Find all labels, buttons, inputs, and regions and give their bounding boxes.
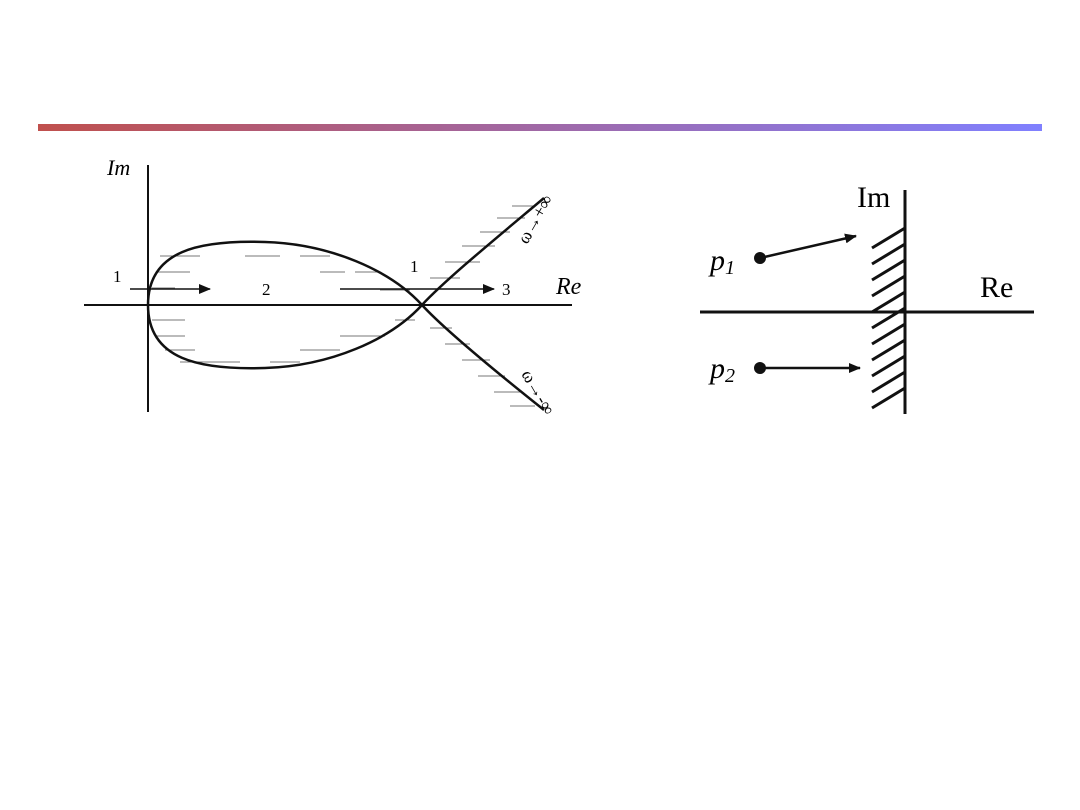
left-im-label: Im bbox=[106, 155, 130, 180]
pole-1-arrow bbox=[759, 233, 857, 260]
pole-1-subscript: 1 bbox=[725, 257, 735, 279]
region-label-left: 1 bbox=[113, 267, 122, 286]
pole-1-letter: p bbox=[708, 244, 725, 277]
pole-2-letter: p bbox=[708, 352, 725, 385]
region-label-middle: 2 bbox=[262, 280, 271, 299]
right-im-label: Im bbox=[857, 181, 890, 214]
boundary-hatching bbox=[871, 226, 906, 410]
pole-1-label: p1 bbox=[708, 244, 735, 279]
pole-diagram: Im Re p1 p2 bbox=[700, 181, 1034, 414]
pole-2-subscript: 2 bbox=[725, 365, 735, 387]
left-re-label: Re bbox=[555, 274, 582, 300]
title-accent-bar bbox=[38, 124, 1042, 131]
pole-2-label: p2 bbox=[708, 352, 735, 387]
branch-label-lower: ω→-∞ bbox=[518, 366, 560, 418]
nyquist-diagram: Im Re 1 2 1 3 ω→+∞ ω→-∞ bbox=[84, 155, 582, 418]
right-re-label: Re bbox=[980, 271, 1013, 304]
region-label-right: 3 bbox=[502, 280, 511, 299]
region-label-crossing: 1 bbox=[410, 257, 419, 276]
nyquist-curve bbox=[146, 197, 545, 411]
